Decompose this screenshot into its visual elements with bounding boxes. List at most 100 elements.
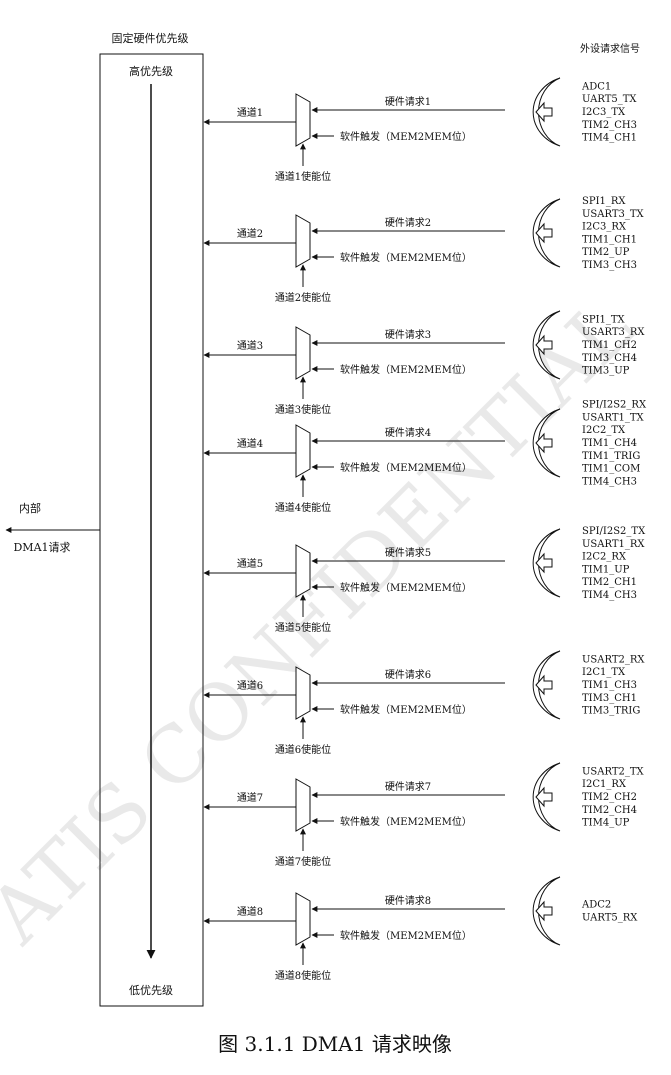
or-gate-icon (532, 77, 561, 147)
enable-label: 通道5使能位 (275, 621, 331, 634)
signal-name: USART3_TX (582, 209, 645, 220)
channel-label: 通道7 (237, 791, 263, 804)
signal-name: ADC1 (581, 81, 611, 92)
signal-name: TIM3_CH3 (582, 260, 637, 271)
enable-label: 通道8使能位 (275, 969, 331, 982)
hardware-request-label: 硬件请求1 (385, 95, 431, 108)
multiplexer (295, 424, 311, 478)
signal-name: UART5_TX (582, 94, 637, 105)
software-trigger-label: 软件触发（MEM2MEM位） (340, 929, 472, 942)
signal-name: I2C3_RX (582, 222, 627, 233)
input-arrow-icon (535, 432, 553, 454)
channel-label: 通道6 (237, 679, 263, 692)
software-trigger-label: 软件触发（MEM2MEM位） (340, 461, 472, 474)
signal-name: SPI1_RX (582, 196, 626, 207)
signal-name: USART1_TX (582, 412, 645, 423)
signal-name: TIM2_CH4 (582, 805, 637, 816)
software-trigger-label: 软件触发（MEM2MEM位） (340, 581, 472, 594)
channel-row-1: 通道1硬件请求1软件触发（MEM2MEM位）通道1使能位ADC1UART5_TX… (203, 77, 637, 183)
signal-name: TIM1_CH1 (582, 234, 637, 245)
or-gate-icon (532, 408, 561, 478)
signal-name: I2C1_TX (582, 667, 626, 678)
signal-name: TIM4_CH1 (582, 133, 637, 144)
hardware-request-label: 硬件请求3 (385, 328, 431, 341)
channel-label: 通道2 (237, 227, 263, 240)
signal-name: TIM2_CH2 (582, 792, 637, 803)
signal-name: TIM3_CH1 (582, 693, 637, 704)
signal-name: TIM2_CH1 (582, 577, 637, 588)
hardware-request-label: 硬件请求5 (385, 546, 431, 559)
signal-name: I2C2_TX (582, 425, 626, 436)
or-gate-icon (532, 876, 561, 946)
hardware-request-label: 硬件请求2 (385, 216, 431, 229)
channel-label: 通道1 (237, 106, 263, 119)
input-arrow-icon (535, 786, 553, 808)
input-arrow-icon (535, 222, 553, 244)
signal-name: TIM3_CH4 (582, 353, 637, 364)
multiplexer (295, 778, 311, 832)
or-gate-icon (532, 310, 561, 380)
channel-row-4: 通道4硬件请求4软件触发（MEM2MEM位）通道4使能位SPI/I2S2_RXU… (203, 400, 647, 514)
channel-row-3: 通道3硬件请求3软件触发（MEM2MEM位）通道3使能位SPI1_TXUSART… (203, 310, 645, 416)
signal-name: SPI/I2S2_RX (582, 400, 647, 411)
signal-name: TIM1_TRIG (582, 451, 640, 462)
signal-name: USART2_RX (582, 654, 645, 665)
software-trigger-label: 软件触发（MEM2MEM位） (340, 703, 472, 716)
multiplexer (295, 214, 311, 268)
hardware-request-label: 硬件请求6 (385, 668, 431, 681)
signal-name: I2C1_RX (582, 779, 627, 790)
hardware-request-label: 硬件请求8 (385, 894, 431, 907)
channel-row-6: 通道6 硬件请求6 软件触发（MEM2MEM位） 通道6使能位 USART2_RX I2C… (203, 650, 645, 756)
signal-name: USART3_RX (582, 327, 645, 338)
signal-name: TIM1_CH2 (582, 340, 637, 351)
low-priority-label: 低优先级 (129, 984, 173, 997)
software-trigger-label: 软件触发（MEM2MEM位） (340, 251, 472, 264)
signal-name: TIM3_UP (582, 366, 630, 377)
header-signals: 外设请求信号 (580, 42, 640, 55)
enable-label: 通道7使能位 (275, 855, 331, 868)
figure-caption: 图 3.1.1 DMA1 请求映像 (218, 1032, 452, 1056)
signal-name: USART1_RX (582, 539, 645, 550)
signal-name: TIM1_COM (582, 464, 640, 475)
or-gate-icon (532, 528, 561, 598)
channel-row-5: 通道5 硬件请求5 软件触发（MEM2MEM位） 通道5使能位 SPI/I2S2_TX U… (203, 526, 646, 634)
channel-row-2: 通道2 硬件请求2 软件触发（MEM2MEM位） 通道2使能位 SPI1_RX USART… (203, 196, 645, 304)
or-gate-icon (532, 198, 561, 268)
multiplexer (295, 326, 311, 380)
channel-rows: 通道1硬件请求1软件触发（MEM2MEM位）通道1使能位ADC1UART5_TX… (203, 77, 647, 982)
signal-name: SPI/I2S2_TX (582, 526, 646, 537)
signal-name: SPI1_TX (582, 314, 626, 325)
signal-name: TIM4_CH3 (582, 590, 637, 601)
enable-label: 通道6使能位 (275, 743, 331, 756)
signal-name: TIM1_UP (582, 564, 630, 575)
or-gate-icon (532, 650, 561, 720)
channel-label: 通道8 (237, 905, 263, 918)
channel-row-7: 通道7硬件请求7软件触发（MEM2MEM位）通道7使能位USART2_TXI2C… (203, 762, 645, 868)
dma-request-label: DMA1请求 (13, 541, 70, 554)
high-priority-label: 高优先级 (129, 64, 173, 78)
multiplexer (295, 666, 311, 720)
signal-name: I2C3_TX (582, 107, 626, 118)
enable-label: 通道2使能位 (275, 291, 331, 304)
input-arrow-icon (535, 101, 553, 123)
software-trigger-label: 软件触发（MEM2MEM位） (340, 363, 472, 376)
signal-name: ADC2 (581, 900, 611, 911)
signal-name: TIM4_CH3 (582, 476, 637, 487)
hardware-request-label: 硬件请求4 (385, 426, 431, 439)
channel-label: 通道4 (237, 437, 263, 450)
input-arrow-icon (535, 552, 553, 574)
software-trigger-label: 软件触发（MEM2MEM位） (340, 130, 472, 143)
signal-name: TIM2_CH3 (582, 120, 637, 131)
signal-name: TIM1_CH4 (582, 438, 637, 449)
multiplexer (295, 93, 311, 147)
channel-label: 通道5 (237, 557, 263, 570)
hardware-request-label: 硬件请求7 (385, 780, 431, 793)
input-arrow-icon (535, 900, 553, 922)
or-gate-icon (532, 762, 561, 832)
input-arrow-icon (535, 674, 553, 696)
multiplexer (295, 892, 311, 946)
multiplexer (295, 544, 311, 598)
signal-name: USART2_TX (582, 766, 645, 777)
